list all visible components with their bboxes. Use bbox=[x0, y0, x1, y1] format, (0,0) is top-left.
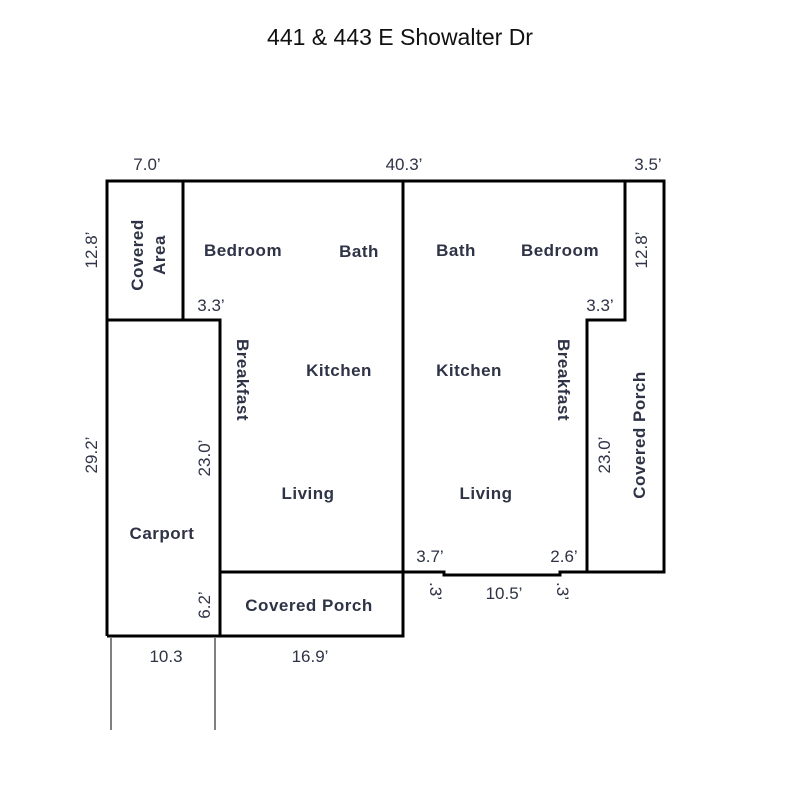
room-breakfast-left: Breakfast bbox=[233, 339, 252, 421]
room-covered-porch-bottom: Covered Porch bbox=[245, 596, 372, 615]
room-living-right: Living bbox=[459, 484, 512, 503]
plan-title: 441 & 443 E Showalter Dr bbox=[267, 24, 533, 50]
room-bath-right: Bath bbox=[436, 241, 476, 260]
dim-left-lower: 29.2’ bbox=[82, 437, 101, 474]
dim-notch-left-top: 3.7’ bbox=[416, 547, 443, 566]
room-kitchen-left: Kitchen bbox=[306, 361, 372, 380]
room-carport: Carport bbox=[130, 524, 195, 543]
dim-left-upper: 12.8’ bbox=[82, 232, 101, 269]
porch-top-wall bbox=[220, 570, 587, 577]
room-bedroom-right: Bedroom bbox=[521, 241, 599, 260]
dim-right-upper: 12.8’ bbox=[632, 232, 651, 269]
dim-inner-right: 23.0’ bbox=[595, 437, 614, 474]
dim-top-middle: 40.3’ bbox=[386, 155, 423, 174]
room-bath-left: Bath bbox=[339, 242, 379, 261]
dim-bottom-porch: 16.9’ bbox=[292, 647, 329, 666]
outer-wall-left bbox=[105, 179, 666, 636]
room-breakfast-right: Breakfast bbox=[554, 339, 573, 421]
room-living-left: Living bbox=[281, 484, 334, 503]
dim-inner-left: 23.0’ bbox=[195, 440, 214, 477]
room-kitchen-right: Kitchen bbox=[436, 361, 502, 380]
dim-notch-width: 10.5’ bbox=[486, 584, 523, 603]
room-covered-area-line2: Area bbox=[150, 235, 169, 275]
dimension-labels: 7.0’ 40.3’ 3.5’ 12.8’ 29.2’ 12.8’ 3.3’ 3… bbox=[82, 155, 662, 666]
dim-notch-right-depth: .3’ bbox=[553, 582, 572, 600]
dim-bottom-carport: 10.3 bbox=[149, 647, 182, 666]
room-covered-porch-right: Covered Porch bbox=[630, 371, 649, 498]
dim-notch-right-top: 2.6’ bbox=[550, 547, 577, 566]
dim-carport-porch: 6.2’ bbox=[195, 591, 214, 618]
carport-wall bbox=[107, 318, 222, 636]
dim-notch-left-depth: .3’ bbox=[426, 582, 445, 600]
dim-top-right: 3.5’ bbox=[634, 155, 661, 174]
dim-top-left: 7.0’ bbox=[133, 155, 160, 174]
room-labels: Covered Area Bedroom Bath Bath Bedroom B… bbox=[128, 219, 649, 615]
room-bedroom-left: Bedroom bbox=[204, 241, 282, 260]
room-covered-area-line1: Covered bbox=[128, 219, 147, 291]
dim-step-right: 3.3’ bbox=[586, 296, 613, 315]
dim-step-left: 3.3’ bbox=[197, 296, 224, 315]
walls bbox=[105, 179, 666, 730]
bottom-wall bbox=[107, 181, 405, 638]
